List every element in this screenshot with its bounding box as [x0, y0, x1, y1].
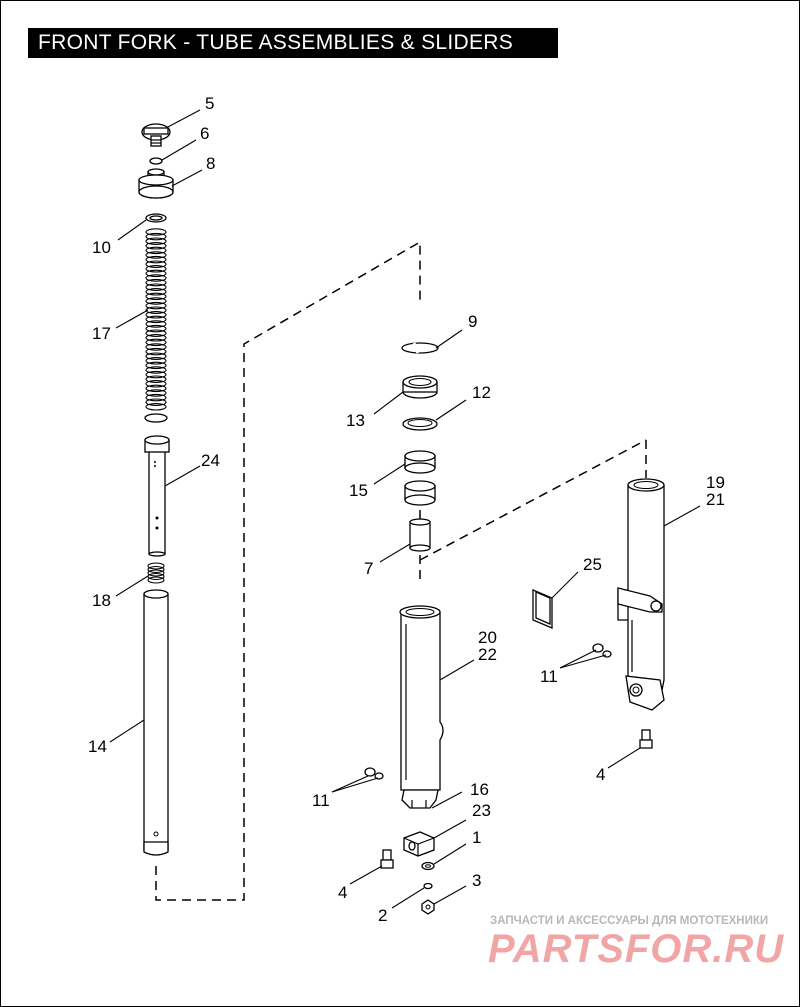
- callouts: 5 6 8 10 17 24 18 14 9 12 13 15 7 19 21 …: [88, 94, 725, 925]
- part-7-damper-lock: [409, 518, 431, 552]
- part-11-screw-left: [364, 767, 384, 780]
- part-9-retaining-ring: [401, 342, 439, 354]
- callout-11-left: 11: [312, 791, 330, 810]
- watermark: ЗАПЧАСТИ И АКСЕССУАРЫ ДЛЯ МОТОТЕХНИКИ PA…: [488, 915, 784, 971]
- callout-25: 25: [583, 555, 602, 574]
- callout-3: 3: [472, 871, 481, 890]
- callout-2: 2: [378, 906, 387, 925]
- callout-19: 19: [706, 473, 725, 492]
- callout-13: 13: [346, 411, 365, 430]
- part-4-drain-bolt-left: [380, 849, 394, 869]
- callout-24: 24: [201, 451, 220, 470]
- part-19-21-fork-slider: [617, 478, 665, 711]
- callout-23: 23: [472, 801, 491, 820]
- callout-8: 8: [206, 154, 215, 173]
- callout-6: 6: [200, 124, 209, 143]
- part-10-washer: [145, 213, 167, 223]
- callout-15: 15: [349, 481, 368, 500]
- watermark-brand: PARTSFOR.RU: [488, 927, 784, 971]
- spring-seat-ring: [144, 413, 168, 423]
- callout-9: 9: [468, 312, 477, 331]
- callout-4-left: 4: [338, 883, 347, 902]
- callout-20: 20: [478, 628, 497, 647]
- part-4-drain-bolt-right: [639, 729, 653, 749]
- callout-17: 17: [92, 324, 111, 343]
- part-3-nut: [421, 899, 435, 915]
- part-2-washer: [423, 882, 433, 890]
- part-6-o-ring: [149, 157, 163, 165]
- part-17-fork-spring: [145, 228, 168, 411]
- part-24-damper-tube: [144, 435, 170, 557]
- callout-7: 7: [364, 559, 373, 578]
- part-15-upper-bushing: [404, 450, 436, 474]
- callout-18: 18: [92, 591, 111, 610]
- callout-12: 12: [472, 383, 491, 402]
- watermark-tagline: ЗАПЧАСТИ И АКСЕССУАРЫ ДЛЯ МОТОТЕХНИКИ: [490, 915, 768, 927]
- leader-lines: [109, 109, 701, 909]
- part-23-axle-clamp: [403, 831, 435, 857]
- part-8-fork-plug: [138, 168, 174, 199]
- part-12-seal-spacer: [402, 417, 438, 431]
- part-1-washer: [421, 861, 435, 871]
- part-20-22-fork-slider: [399, 605, 444, 809]
- part-5-cap-bolt: [141, 123, 171, 147]
- part-lower-bushing: [404, 480, 436, 506]
- part-13-oil-seal: [402, 375, 438, 399]
- callout-5: 5: [205, 94, 214, 113]
- callout-11-right: 11: [540, 667, 558, 686]
- callout-22: 22: [478, 645, 497, 664]
- callout-14: 14: [88, 737, 107, 756]
- callout-1: 1: [472, 828, 481, 847]
- page-title: FRONT FORK - TUBE ASSEMBLIES & SLIDERS: [28, 28, 558, 58]
- part-25-reflector: [532, 589, 553, 629]
- part-18-rebound-spring: [147, 562, 165, 584]
- part-14-fork-tube: [143, 589, 169, 856]
- assembly-dashed-lines: [155, 240, 647, 901]
- callout-21: 21: [706, 490, 725, 509]
- callout-16: 16: [470, 780, 489, 799]
- callout-4-right: 4: [596, 765, 605, 784]
- callout-10: 10: [92, 238, 111, 257]
